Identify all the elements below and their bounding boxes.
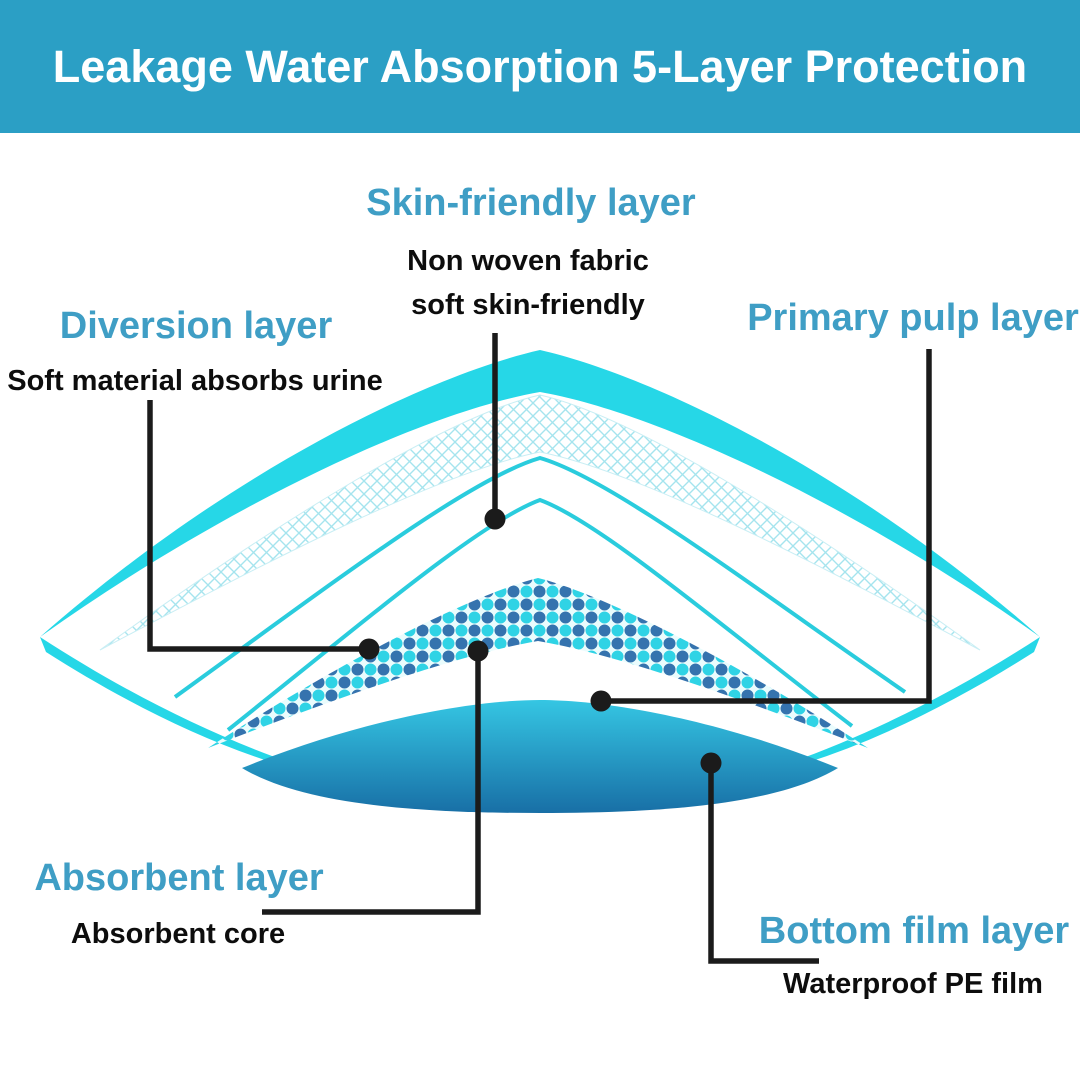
skin-friendly-desc-line2: soft skin-friendly (411, 289, 645, 321)
page-title: Leakage Water Absorption 5-Layer Protect… (52, 40, 1028, 92)
absorbent-pointer-dot (467, 640, 489, 662)
mesh-layer-shape (99, 394, 981, 651)
primary-pulp-connector (601, 349, 932, 704)
diversion-desc: Soft material absorbs urine (7, 365, 383, 397)
bottom-film-layer-label: Bottom film layer (758, 910, 1070, 952)
skin-friendly-desc-line1: Non woven fabric (407, 245, 649, 277)
diversion-pointer-dot (358, 638, 380, 660)
absorbent-connector (262, 651, 481, 915)
primary-pulp-layer-label: Primary pulp layer (747, 297, 1079, 339)
absorbent-core-layer-shape (208, 578, 868, 748)
thin-sheet-line-2 (226, 497, 854, 732)
header-banner: Leakage Water Absorption 5-Layer Protect… (0, 0, 1080, 133)
absorbent-desc: Absorbent core (70, 918, 286, 950)
diversion-connector (147, 400, 367, 652)
bottom-film-layer-shape (242, 700, 838, 813)
bottom-film-connector (708, 763, 819, 964)
diversion-layer-label: Diversion layer (59, 305, 333, 347)
bottom-film-desc: Waterproof PE film (783, 968, 1043, 1000)
bottom-film-pointer-dot (700, 752, 722, 774)
skin-friendly-pointer-dot (484, 508, 506, 530)
outer-film-layer-shape (40, 350, 1040, 637)
thin-sheet-line-1 (173, 455, 907, 699)
skin-friendly-layer-label: Skin-friendly layer (366, 182, 696, 224)
primary-pulp-pointer-dot (590, 690, 612, 712)
absorbent-layer-label: Absorbent layer (34, 857, 324, 899)
